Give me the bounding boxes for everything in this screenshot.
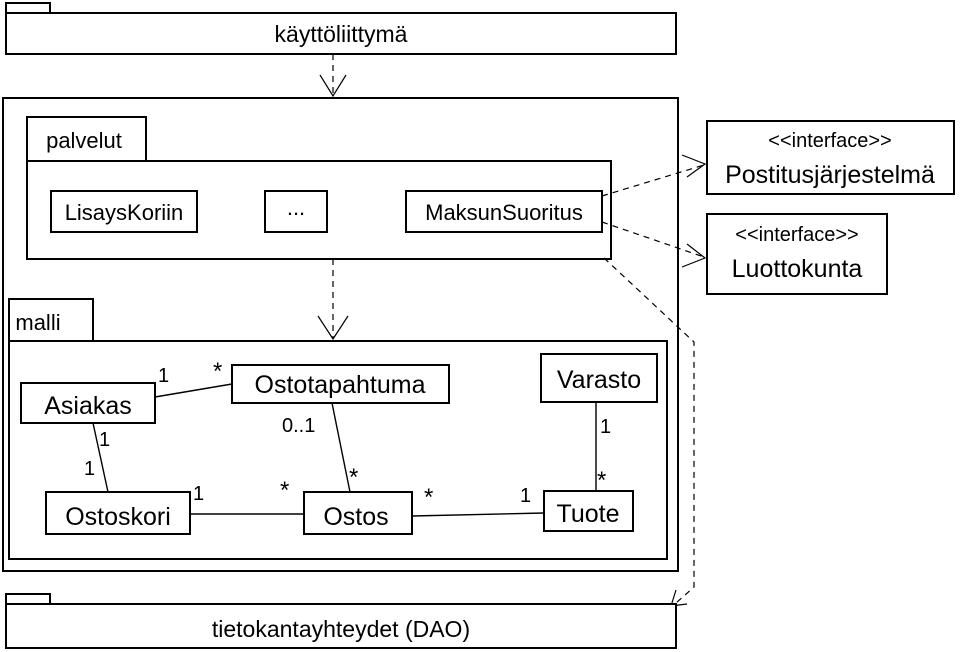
arrowhead <box>319 74 347 98</box>
ellipsis-label: ... <box>287 195 305 220</box>
class-box <box>543 490 634 532</box>
multiplicity-label: 1 <box>520 485 531 507</box>
interface-luottokunta: <<interface>> Luottokunta <box>706 213 888 295</box>
assoc-asiakas-ostoskori <box>92 422 109 493</box>
package-palvelut: palvelut LisaysKoriin ... MaksunSuoritus <box>26 116 612 260</box>
package-tab <box>5 593 51 605</box>
class-varasto: Varasto <box>540 353 658 403</box>
arrowhead <box>317 315 349 341</box>
class-name: Ostotapahtuma <box>255 371 426 399</box>
package-body <box>5 12 677 55</box>
dependencies <box>317 54 707 607</box>
interface-stereotype: <<interface>> <box>768 130 891 152</box>
service-ellipsis <box>264 190 328 233</box>
class-name: Asiakas <box>44 392 132 420</box>
multiplicity-label: 1 <box>193 483 204 505</box>
package-body <box>5 603 677 649</box>
class-name: Ostoskori <box>65 503 171 531</box>
associations <box>92 383 597 517</box>
class-tuote: Tuote <box>543 490 634 532</box>
multiplicity-label: * <box>349 464 358 491</box>
class-box <box>303 491 413 535</box>
assoc-ostos-tuote <box>411 512 545 517</box>
service-lisayskoriin <box>50 190 198 233</box>
class-ostoskori: Ostoskori <box>45 491 191 535</box>
dependency-payment-dao <box>603 257 695 604</box>
class-name: Varasto <box>557 366 641 394</box>
dependency-payment-postitus <box>601 164 705 197</box>
class-box <box>20 382 156 424</box>
multiplicity-label: 0..1 <box>282 415 315 437</box>
multiplicity-label: 1 <box>84 458 95 480</box>
interface-postitusjarjestelma: <<interface>> Postitusjärjestelmä <box>706 120 955 195</box>
assoc-ostotapahtuma-ostos <box>331 402 351 493</box>
interface-name: Luottokunta <box>732 255 863 283</box>
multiplicity-label: * <box>213 358 222 385</box>
multiplicity-label: 1 <box>600 416 611 438</box>
package-dao: tietokantayhteydet (DAO) <box>5 593 677 649</box>
class-box <box>45 491 191 535</box>
interface-stereotype: <<interface>> <box>735 224 858 246</box>
multiplicity-label: * <box>597 467 606 494</box>
multiplicity-label: 1 <box>158 365 169 387</box>
class-asiakas: Asiakas <box>20 382 156 424</box>
arrowhead <box>681 243 707 268</box>
class-box <box>231 364 450 404</box>
service-label: MaksunSuoritus <box>425 200 583 225</box>
class-name: Tuote <box>556 500 619 528</box>
interface-box <box>706 120 955 195</box>
multiplicity-label: * <box>424 484 433 511</box>
package-name-services: palvelut <box>46 128 122 153</box>
interface-box <box>706 213 888 295</box>
dependency-payment-luottokunta <box>601 221 705 258</box>
interface-name: Postitusjärjestelmä <box>725 161 935 189</box>
package-name-dao: tietokantayhteydet (DAO) <box>212 616 470 642</box>
class-ostotapahtuma: Ostotapahtuma <box>231 364 450 404</box>
class-name: Ostos <box>323 503 388 531</box>
service-maksunsuoritus <box>405 190 603 233</box>
assoc-asiakas-ostotapahtuma <box>154 383 233 398</box>
service-label: LisaysKoriin <box>65 200 184 225</box>
package-tab <box>5 2 51 14</box>
package-name-model: malli <box>15 310 60 335</box>
class-ostos: Ostos <box>303 491 413 535</box>
package-kayttoliittyma: käyttöliittymä <box>5 2 677 55</box>
package-name-ui: käyttöliittymä <box>275 21 408 47</box>
class-box <box>540 353 658 403</box>
arrowhead <box>681 154 707 178</box>
multiplicities: 1 * 1 1 0..1 * 1 * 1 * * 1 <box>84 358 611 511</box>
multiplicity-label: 1 <box>99 429 110 451</box>
multiplicity-label: * <box>280 477 289 504</box>
